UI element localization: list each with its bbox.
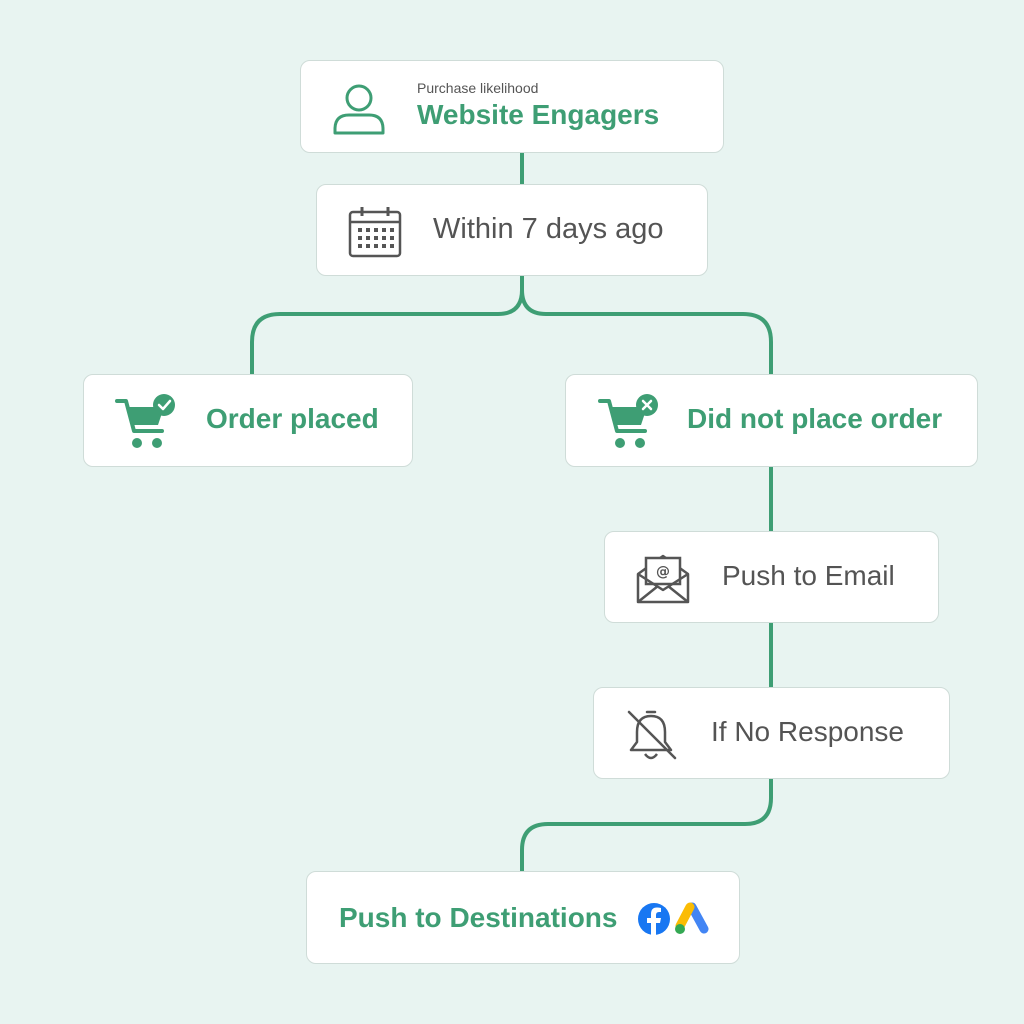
- svg-text:@: @: [656, 564, 670, 580]
- node-order-placed[interactable]: Order placed: [83, 374, 413, 467]
- connector-noresp-dest: [520, 779, 773, 871]
- node-push-to-email[interactable]: @ Push to Email: [604, 531, 939, 623]
- node-label: Order placed: [206, 403, 379, 434]
- node-subtitle: Purchase likelihood: [417, 80, 539, 96]
- node-title: Website Engagers: [417, 99, 660, 130]
- user-icon: [333, 84, 385, 135]
- node-label: Push to Destinations: [339, 902, 618, 933]
- node-label: Did not place order: [687, 403, 943, 434]
- google-ads-icon: [675, 902, 709, 934]
- bell-off-icon: [627, 710, 677, 760]
- cart-cross-icon: [598, 394, 658, 448]
- node-within-7-days[interactable]: Within 7 days ago: [316, 184, 708, 276]
- node-push-to-destinations[interactable]: Push to Destinations: [306, 871, 740, 964]
- node-label: Push to Email: [722, 560, 895, 591]
- node-label: If No Response: [711, 716, 904, 747]
- node-website-engagers[interactable]: Purchase likelihood Website Engagers: [300, 60, 724, 153]
- connector-days-order: [250, 276, 524, 374]
- connector-days-noorder: [520, 289, 773, 374]
- node-did-not-place-order[interactable]: Did not place order: [565, 374, 978, 467]
- facebook-icon: [638, 903, 670, 935]
- node-label: Within 7 days ago: [433, 213, 664, 245]
- cart-check-icon: [115, 394, 175, 448]
- node-if-no-response[interactable]: If No Response: [593, 687, 950, 779]
- email-icon: @: [636, 554, 690, 604]
- calendar-icon: [348, 207, 402, 258]
